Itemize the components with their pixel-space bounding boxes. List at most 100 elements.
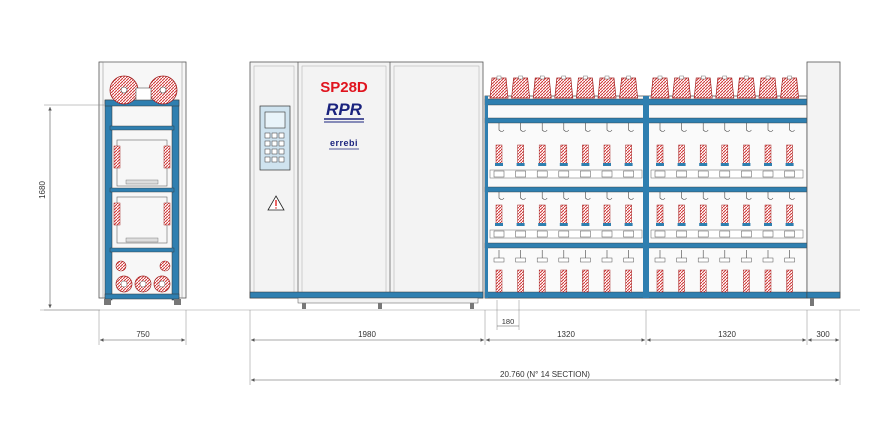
middle-spindle-head (515, 230, 526, 238)
guide-hook (681, 192, 687, 200)
bottom-spindle-head (719, 257, 731, 263)
upper-bobbin (538, 144, 546, 166)
bottom-spindle-head (580, 257, 591, 263)
bottom-bobbin (582, 269, 589, 293)
upper-bobbin (721, 144, 729, 166)
upper-spindle-head (493, 170, 505, 178)
middle-spindle-head (580, 230, 591, 238)
guide-hook (541, 123, 548, 132)
middle-spindle-head (762, 230, 774, 238)
upper-bobbin (743, 144, 750, 166)
top-cone-tip (657, 75, 663, 80)
guide-hook (681, 123, 687, 132)
bottom-bobbin (560, 269, 568, 293)
panel-key (264, 148, 271, 155)
bottom-bobbin (743, 269, 750, 293)
upper-bobbin-base (516, 163, 525, 166)
top-cone (532, 77, 552, 99)
middle-spindle-head (719, 230, 731, 238)
panel-key (271, 156, 278, 163)
middle-spindle-head (741, 230, 752, 238)
upper-bobbin-base (624, 163, 633, 166)
dim-pitch: 180 (502, 317, 515, 326)
bottom-spindle-head (784, 257, 795, 263)
top-cone (511, 77, 530, 99)
top-cone (554, 77, 574, 99)
upper-bobbin-base (603, 163, 611, 166)
control-cabinet (249, 61, 484, 299)
top-cone (619, 77, 638, 99)
top-cone (597, 77, 617, 99)
bottom-spindle-head (741, 257, 752, 263)
dim-section2-width: 1320 (718, 330, 736, 339)
panel-key (278, 156, 285, 163)
dim-side-width: 750 (136, 330, 150, 339)
top-cone-tip (701, 75, 706, 80)
middle-bobbin-base (656, 223, 664, 226)
middle-spindle-head (536, 230, 548, 238)
side-mid-spool (115, 260, 127, 272)
bottom-bobbin (786, 269, 793, 293)
end-frame (806, 61, 841, 306)
bottom-spindle-head (762, 257, 774, 263)
maker-logo: errebi (330, 138, 358, 148)
bottom-spindle-head (601, 257, 613, 263)
bottom-bobbin (699, 269, 707, 293)
bottom-bobbin (625, 269, 632, 293)
top-cone (672, 77, 691, 99)
middle-bobbin (764, 204, 772, 226)
upper-bobbin-base (764, 163, 772, 166)
upper-spindle-head (719, 170, 731, 178)
top-cone-tip (787, 75, 792, 80)
guide-hook (724, 192, 731, 200)
upper-bobbin (495, 144, 503, 166)
upper-bobbin (625, 144, 632, 166)
upper-spindle-head (654, 170, 666, 178)
middle-bobbin-base (624, 223, 633, 226)
upper-spindle-head (697, 170, 709, 178)
bottom-bobbin (603, 269, 611, 293)
top-cone-tip (679, 75, 684, 80)
upper-bobbin-base (559, 163, 568, 166)
bottom-spindle-head (493, 257, 505, 263)
warning-triangle-icon (267, 195, 285, 211)
panel-key (271, 148, 278, 155)
bottom-bobbin (538, 269, 546, 293)
upper-bobbin-base (720, 163, 729, 166)
bottom-spindle-head (515, 257, 526, 263)
guide-hook (746, 192, 752, 200)
upper-bobbin (764, 144, 772, 166)
upper-spindle-head (536, 170, 548, 178)
upper-bobbin (656, 144, 664, 166)
guide-hook (585, 192, 591, 200)
middle-bobbin-base (764, 223, 772, 226)
bottom-spindle-head (623, 257, 634, 263)
guide-hook (702, 192, 709, 200)
top-cone (650, 77, 670, 99)
middle-bobbin (656, 204, 664, 226)
top-cone (693, 77, 713, 99)
bottom-spindle-head (654, 257, 666, 263)
middle-bobbin-base (495, 223, 503, 226)
top-cone-tip (765, 75, 771, 80)
panel-key (264, 140, 271, 147)
middle-bobbin-base (516, 223, 525, 226)
upper-bobbin (582, 144, 589, 166)
guide-hook (724, 123, 731, 132)
middle-spindle-head (623, 230, 634, 238)
upper-bobbin (560, 144, 568, 166)
top-cone-tip (561, 75, 566, 80)
guide-hook (702, 123, 709, 132)
bottom-bobbin (656, 269, 664, 293)
brand-logo: RPR (326, 100, 363, 119)
guide-hook (628, 123, 634, 132)
bottom-spindle-head (558, 257, 570, 263)
dimension-lines (98, 300, 841, 385)
middle-bobbin-base (699, 223, 708, 226)
guide-hook (498, 192, 505, 200)
top-cone-tip (722, 75, 727, 80)
middle-bobbin-base (677, 223, 686, 226)
control-panel-icon (259, 105, 291, 171)
top-cone-tip (496, 75, 502, 80)
bottom-bobbin (721, 269, 729, 293)
